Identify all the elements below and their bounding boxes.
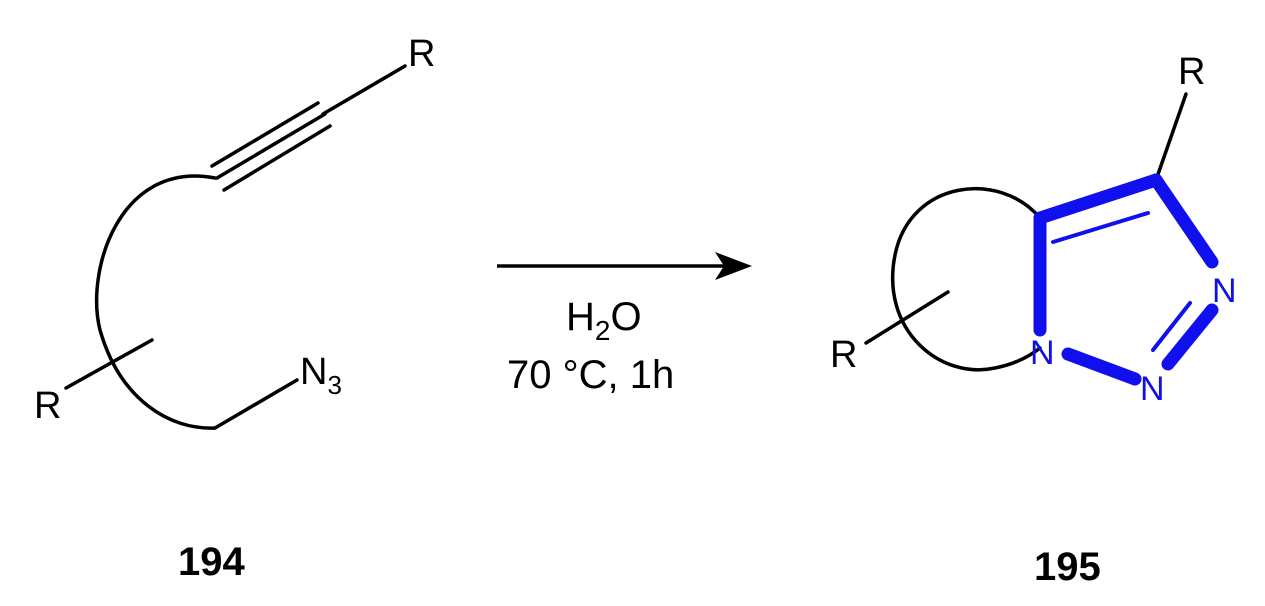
triazole-c-c-bond bbox=[1033, 173, 1163, 225]
compound-number-195: 195 bbox=[1034, 545, 1101, 589]
product-ring-r-bond bbox=[864, 290, 950, 345]
condition-reagent: H2O bbox=[566, 295, 642, 346]
azide-label: N3 bbox=[300, 351, 342, 400]
ring-r-bond bbox=[64, 338, 154, 390]
product-ring-arc bbox=[891, 187, 1042, 372]
triazole-n-n-double-1 bbox=[1161, 303, 1219, 371]
alkyne-r-bond bbox=[321, 64, 407, 116]
reactant-ring-arc bbox=[95, 174, 217, 430]
product-n3: N bbox=[1212, 272, 1237, 310]
product-top-r-bond bbox=[1154, 92, 1188, 182]
reactant-ring-r: R bbox=[34, 385, 61, 427]
triazole-n-n-double-2 bbox=[1151, 301, 1192, 352]
arrowhead-icon bbox=[715, 252, 752, 280]
compound-number-194: 194 bbox=[178, 540, 245, 584]
reactant-alkyne-r: R bbox=[408, 33, 435, 75]
product-ring-r: R bbox=[830, 334, 857, 376]
reaction-arrow bbox=[497, 252, 752, 280]
triazole-c-n-bond bbox=[1149, 173, 1219, 269]
triazole-n-n-bond bbox=[1061, 347, 1142, 386]
alkyne-bond-1 bbox=[210, 101, 320, 168]
reactant-structure bbox=[64, 64, 407, 430]
product-structure bbox=[864, 92, 1219, 386]
triazole-c-c-inner-bond bbox=[1051, 211, 1150, 244]
condition-temperature-time: 70 °C, 1h bbox=[507, 353, 674, 397]
triazole-ring bbox=[1033, 173, 1219, 386]
product-n1: N bbox=[1030, 334, 1055, 372]
product-top-r: R bbox=[1178, 51, 1205, 93]
alkyne-bond-2 bbox=[215, 112, 327, 180]
azide-chain-bond bbox=[213, 378, 299, 430]
alkyne-bond-3 bbox=[222, 124, 332, 192]
product-n2: N bbox=[1140, 370, 1165, 408]
